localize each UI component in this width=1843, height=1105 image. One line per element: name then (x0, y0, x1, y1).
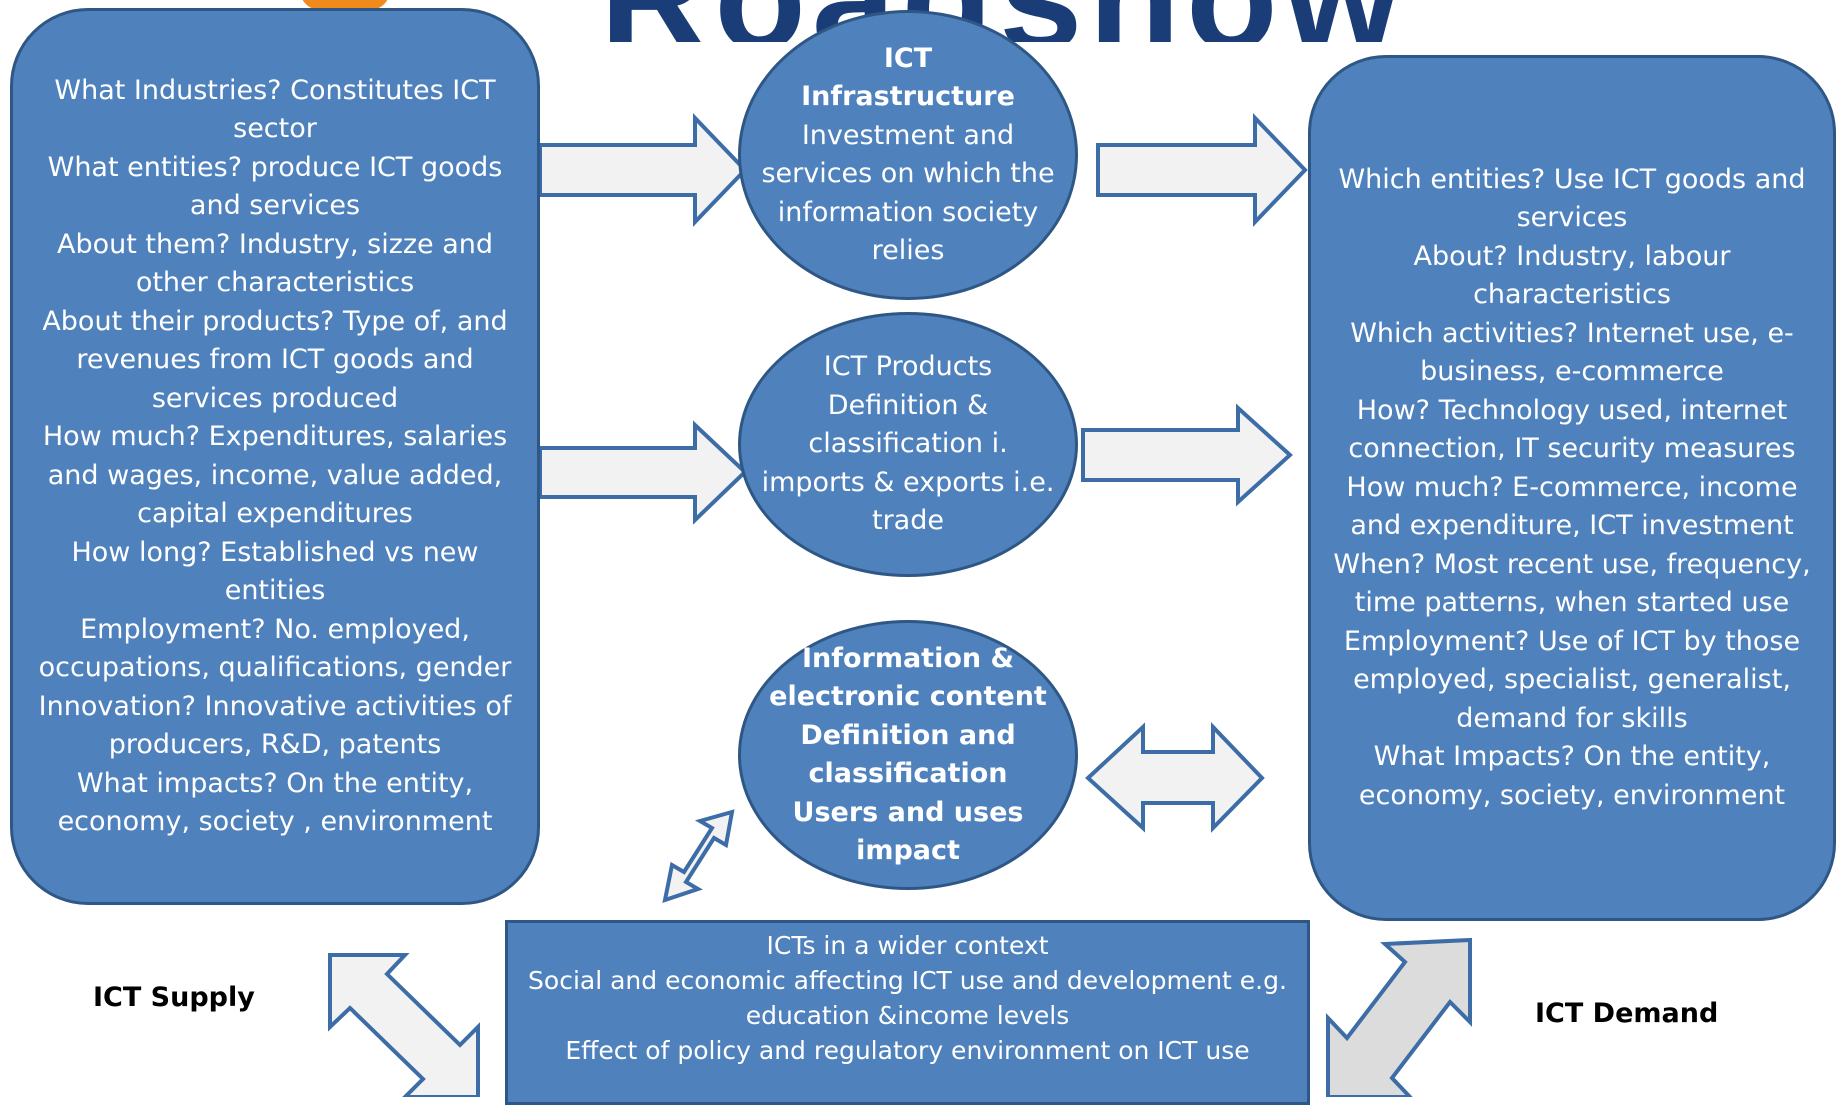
arrow-context-demand-double (1326, 937, 1472, 1097)
logo-fragment (300, 0, 390, 10)
ict-infrastructure-title: ICT Infrastructure (801, 42, 1015, 113)
ict-products-ellipse: ICT Products Definition & classification… (738, 312, 1078, 577)
arrow-supply-to-infrastructure (538, 113, 748, 227)
ict-demand-text: Which entities? Use ICT goods and servic… (1333, 163, 1811, 811)
arrow-supply-context-double (328, 953, 480, 1097)
arrow-content-demand-double (1085, 722, 1265, 833)
ict-infrastructure-ellipse: ICT Infrastructure Investment and servic… (738, 10, 1078, 300)
ict-demand-box: Which entities? Use ICT goods and servic… (1308, 55, 1836, 921)
ict-infrastructure-body: Investment and services on which the inf… (761, 119, 1055, 267)
ict-products-text: ICT Products Definition & classification… (761, 351, 1055, 537)
ict-supply-label: ICT Supply (93, 982, 255, 1013)
arrow-supply-to-products (538, 420, 748, 525)
ict-supply-box: What Industries? Constitutes ICT sector … (10, 8, 540, 905)
electronic-content-text: Information & electronic content Definit… (769, 642, 1047, 867)
wider-context-box: ICTs in a wider context Social and econo… (505, 920, 1310, 1105)
ict-demand-label: ICT Demand (1535, 998, 1719, 1029)
wider-context-text: ICTs in a wider context Social and econo… (528, 931, 1287, 1065)
arrow-context-content-double (662, 809, 735, 903)
arrow-infrastructure-to-demand (1096, 113, 1308, 227)
arrow-products-to-demand (1081, 403, 1293, 507)
electronic-content-ellipse: Information & electronic content Definit… (738, 620, 1078, 890)
ict-supply-text: What Industries? Constitutes ICT sector … (38, 74, 512, 838)
